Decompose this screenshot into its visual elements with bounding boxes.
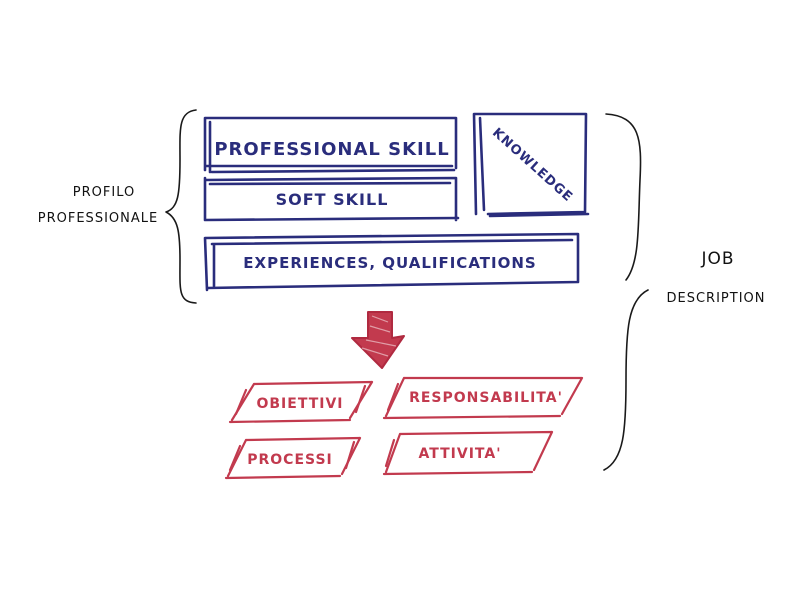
attivita-label: ATTIVITA' (418, 446, 501, 462)
down-arrow (351, 311, 405, 369)
knowledge-label: KNOWLEDGE (489, 125, 575, 205)
profile-label-line1: PROFILO (73, 185, 135, 200)
left-brace (165, 109, 197, 304)
job-label-line1: JOB (700, 249, 734, 269)
processi-label: PROCESSI (247, 452, 333, 468)
knowledge-box: KNOWLEDGE (472, 112, 590, 218)
soft-skill-label: SOFT SKILL (276, 190, 389, 209)
professional-skill-box: PROFESSIONAL SKILL (203, 116, 458, 174)
processi-box: PROCESSI (224, 436, 362, 480)
job-label-line2: DESCRIPTION (667, 291, 766, 306)
right-brace-lower (603, 289, 649, 471)
attivita-box: ATTIVITA' (382, 430, 554, 476)
right-brace-upper (605, 113, 642, 281)
responsabilita-label: RESPONSABILITA' (409, 390, 563, 406)
profile-label-line2: PROFESSIONALE (38, 211, 158, 226)
soft-skill-box: SOFT SKILL (203, 176, 460, 222)
professional-skill-label: PROFESSIONAL SKILL (214, 139, 449, 160)
experiences-box: EXPERIENCES, QUALIFICATIONS (203, 232, 580, 292)
experiences-label: EXPERIENCES, QUALIFICATIONS (243, 254, 536, 272)
obiettivi-box: OBIETTIVI (228, 380, 374, 424)
obiettivi-label: OBIETTIVI (256, 396, 343, 412)
responsabilita-box: RESPONSABILITA' (382, 376, 584, 420)
